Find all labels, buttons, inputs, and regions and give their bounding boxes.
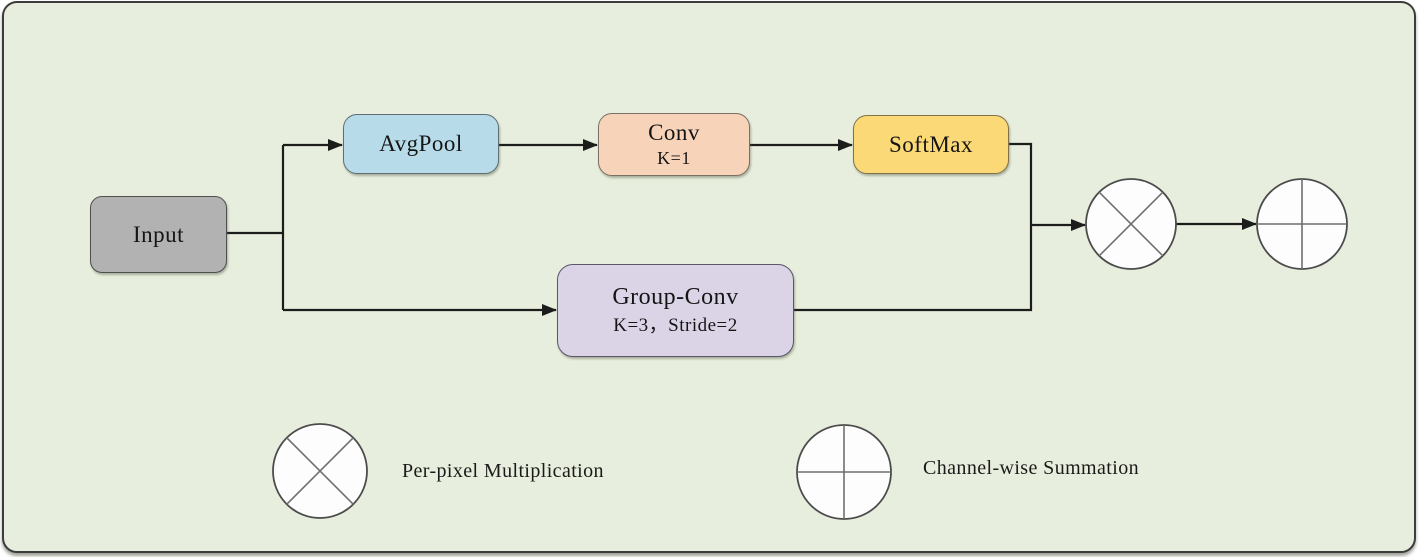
input-node: Input xyxy=(90,196,227,273)
conv-node-params: K=1 xyxy=(657,147,691,168)
legend-sum-label: Channel-wise Summation xyxy=(923,457,1139,479)
connector-merge-rail xyxy=(792,142,1033,312)
groupconv-node: Group-Conv K=3，Stride=2 xyxy=(557,264,794,357)
conv-node: Conv K=1 xyxy=(598,113,750,176)
legend-multiply-cross-line xyxy=(286,437,354,505)
softmax-node-label: SoftMax xyxy=(889,131,973,157)
avgpool-node-label: AvgPool xyxy=(379,131,463,157)
input-node-label: Input xyxy=(132,221,185,247)
groupconv-node-params: K=3，Stride=2 xyxy=(613,314,738,336)
legend-multiply-icon xyxy=(272,423,368,519)
multiply-cross-line xyxy=(1098,191,1164,257)
legend-sum-icon xyxy=(796,424,892,520)
legend-multiply-label: Per-pixel Multiplication xyxy=(402,460,604,482)
avgpool-node: AvgPool xyxy=(343,114,499,174)
softmax-node: SoftMax xyxy=(853,115,1009,174)
groupconv-node-label: Group-Conv xyxy=(612,284,739,311)
conv-node-label: Conv xyxy=(648,120,700,146)
multiply-node xyxy=(1085,178,1177,270)
sum-node xyxy=(1256,178,1348,270)
